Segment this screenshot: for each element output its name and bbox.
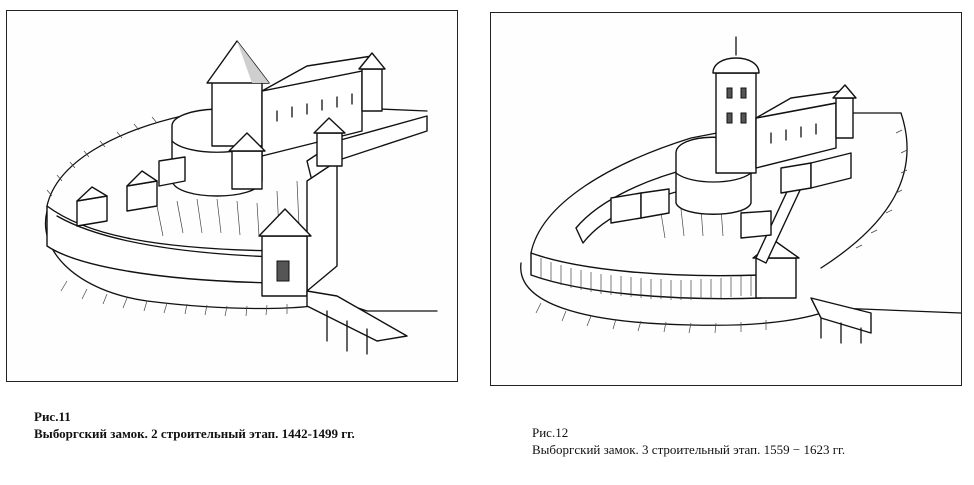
castle-stage-3-illustration (520, 36, 961, 344)
figure-11-caption: Рис.11 Выборгский замок. 2 строительный … (34, 408, 355, 442)
figure-11-label: Рис.11 (34, 409, 71, 424)
figure-12-caption-text: Выборгский замок. 3 строительный этап. 1… (532, 442, 846, 457)
castle-stage-2-illustration (44, 40, 438, 355)
figure-12-castle-drawing (490, 12, 962, 386)
figure-11-caption-text: Выборгский замок. 2 строительный этап. 1… (34, 426, 355, 441)
figure-12-label: Рис.12 (532, 425, 569, 440)
figure-11-castle-drawing (6, 10, 458, 382)
figure-12-caption: Рис.12 Выборгский замок. 3 строительный … (532, 424, 845, 458)
